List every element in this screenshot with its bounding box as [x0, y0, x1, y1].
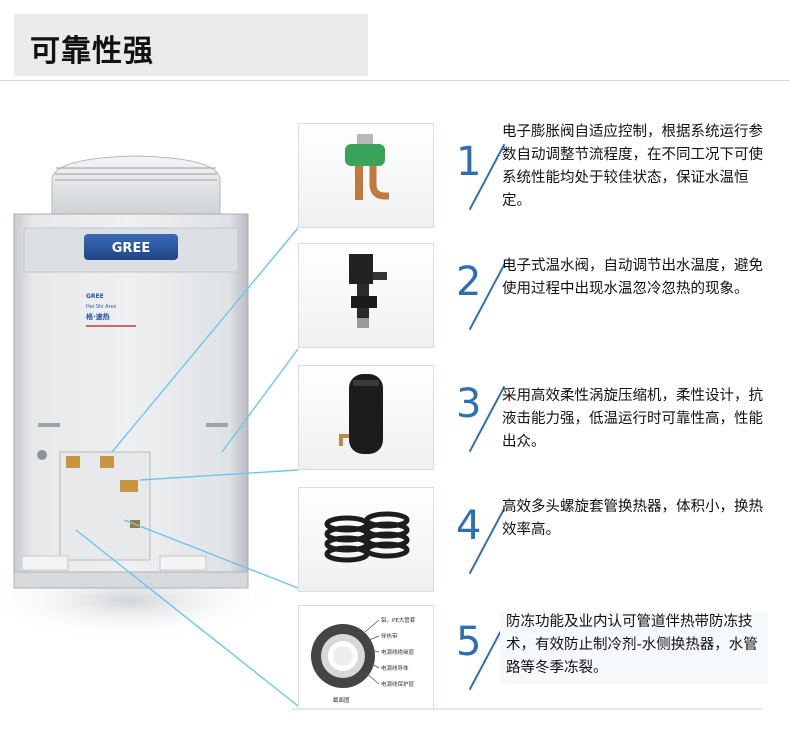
cross-section-label-5: 电源线保护层 — [381, 680, 415, 688]
feature-1-number: 1 — [456, 139, 482, 185]
feature-5-number: 5 — [456, 619, 482, 665]
header-bar — [14, 14, 368, 76]
fan-guard-shape — [51, 155, 221, 215]
badge-name-text: 格·速热 — [86, 312, 110, 321]
feature-3-text: 采用高效柔性涡旋压缩机，柔性设计，抗液击能力强，低温运行时可靠性高，性能出众。 — [502, 388, 763, 450]
cross-section-caption: 截面图 — [333, 696, 350, 704]
cross-section-label-2: 伴热带 — [381, 632, 398, 640]
footer-divider — [292, 708, 762, 710]
feature-3-number: 3 — [456, 381, 482, 427]
cross-section-label-4: 电源线导体 — [381, 664, 409, 672]
feature-5-image-card: 铝，PE大管套 伴热带 电源线绝缘层 电源线导体 电源线保护层 截面图 — [298, 605, 434, 710]
gree-logo-text: GREE — [112, 241, 150, 256]
connector-lines — [75, 227, 299, 707]
feature-2-text: 电子式温水阀，自动调节出水温度，避免使用过程中出现水温忽冷忽热的现象。 — [502, 258, 763, 297]
feature-1-text: 电子膨胀阀自适应控制，根据系统运行参数自动调整节流程度，在不同工况下可使系统性能… — [502, 124, 763, 209]
badge-series-text: Hei·Shi Ares — [86, 304, 117, 310]
feature-4-number: 4 — [456, 503, 482, 549]
cross-section-label-3: 电源线绝缘层 — [381, 648, 415, 656]
feature-4-image-card — [298, 487, 434, 592]
feature-2-number: 2 — [456, 259, 482, 305]
header-divider — [0, 80, 790, 81]
feature-5-text: 防冻功能及业内认可管道伴热带防冻技术，有效防止制冷剂-水侧换热器，水管路等冬季冻… — [500, 611, 768, 684]
feature-4-text: 高效多头螺旋套管换热器，体积小，换热效率高。 — [502, 499, 763, 538]
water-temperature-valve-icon — [349, 254, 387, 328]
scroll-compressor-icon — [339, 374, 383, 454]
gree-logo-plate — [84, 234, 178, 260]
cross-section-label-1: 铝，PE大管套 — [381, 616, 416, 624]
feature-1-image-card — [298, 123, 434, 228]
feature-2-image-card — [298, 243, 434, 348]
page-title: 可靠性强 — [30, 34, 154, 69]
badge-brand-text: GREE — [86, 293, 104, 300]
feature-3-image-card — [298, 365, 434, 470]
expansion-valve-icon — [345, 134, 389, 200]
heat-tracing-pipe-icon: 铝，PE大管套 伴热带 电源线绝缘层 电源线导体 电源线保护层 截面图 — [311, 616, 416, 704]
spiral-heat-exchanger-icon — [324, 511, 410, 563]
